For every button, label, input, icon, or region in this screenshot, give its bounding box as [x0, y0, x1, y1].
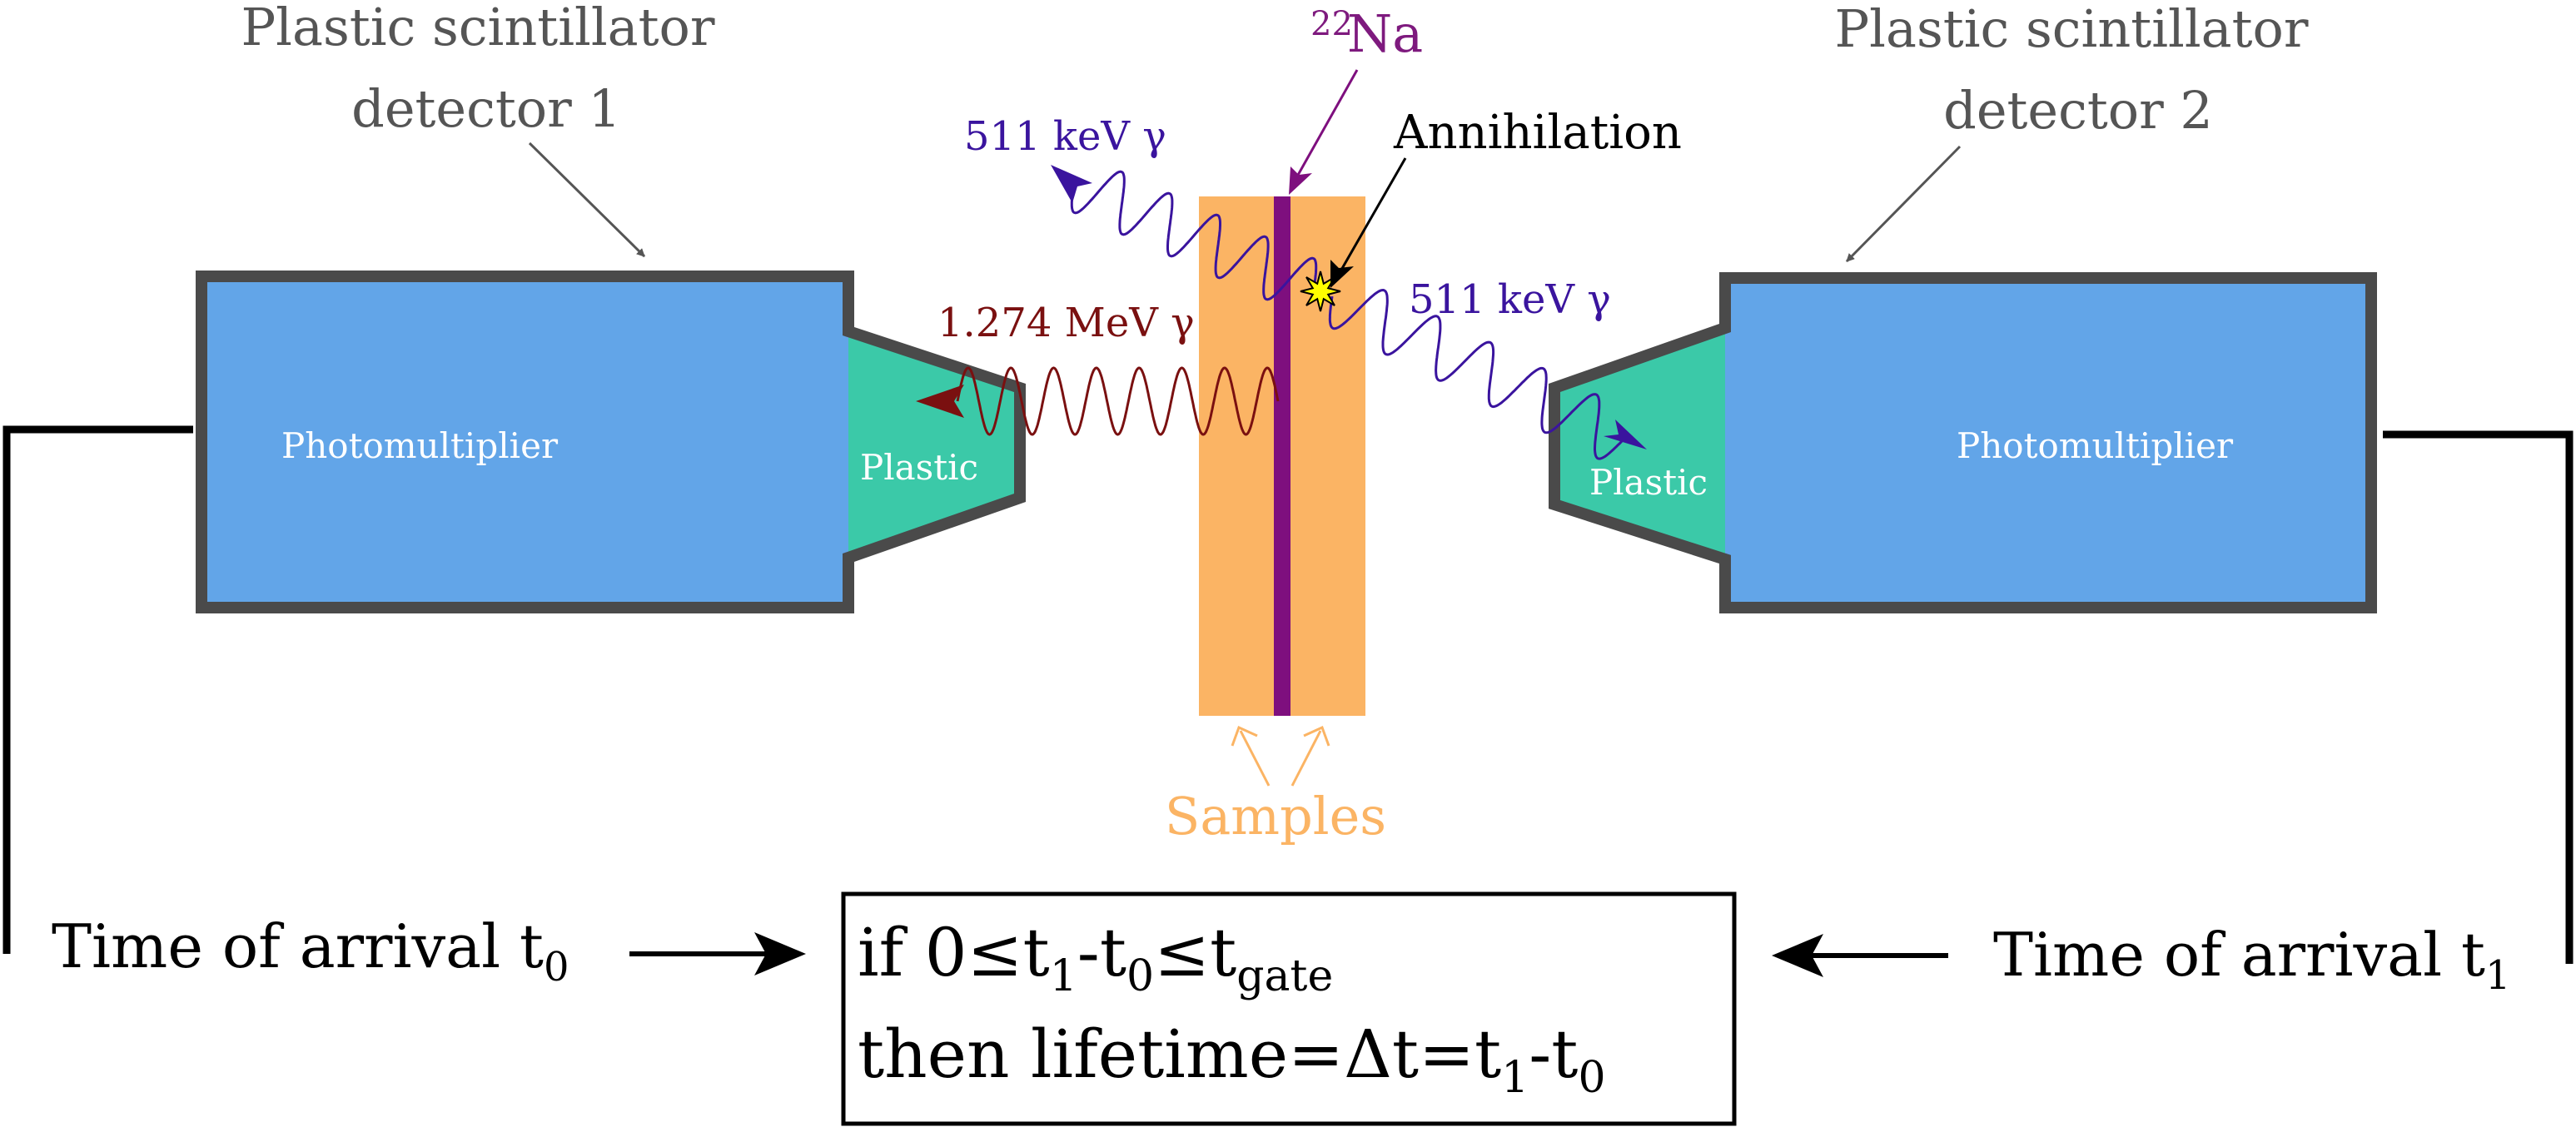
detector-1: Photomultiplier Plastic: [196, 271, 1026, 613]
gamma-511-right-arrowhead: [1604, 420, 1647, 449]
pmt-right-label: Photomultiplier: [1957, 425, 2234, 466]
plastic-left-label: Plastic: [860, 447, 978, 488]
annihilation-label: Annihilation: [1393, 106, 1682, 160]
samples-label: Samples: [1165, 786, 1386, 846]
right-signal-cable: [2383, 430, 2574, 964]
detector-1-outline: [196, 271, 1026, 613]
detector-2-outline: [1549, 272, 2377, 613]
photomultiplier-left: [201, 276, 848, 608]
na22-pointer-arrowhead: [1289, 166, 1312, 195]
samples-pointer-arrows: [1231, 725, 1330, 787]
na22-mass-number: 22: [1310, 5, 1353, 43]
plastic-right-label: Plastic: [1589, 462, 1708, 503]
annihilation-pointer-arrowhead: [1330, 260, 1354, 288]
time-of-arrival-t1-prefix: Time of arrival t: [1993, 920, 2485, 990]
gamma-511-right-wave: [1328, 288, 1625, 460]
gamma-511-left-arrowhead: [1051, 165, 1092, 203]
detector-2-label-line2: detector 2: [1943, 80, 2213, 141]
detector-1-label-line1: Plastic scintillator: [241, 0, 714, 57]
time-of-arrival-t0: Time of arrival t0: [52, 911, 569, 990]
na22-pointer-arrow: [1295, 69, 1359, 177]
detector-2-pointer-arrow: [1845, 145, 1962, 263]
time-of-arrival-t1-subscript: 1: [2485, 952, 2511, 999]
gamma-511-right-label: 511 keV γ: [1409, 276, 1611, 323]
coincidence-logic-box: [841, 891, 1737, 1126]
logic-result-line: then lifetime=Δt=t1-t0: [858, 1015, 1606, 1103]
gamma-1274-wave: [956, 366, 1280, 436]
gamma-1274-arrowhead: [916, 385, 964, 418]
logic-condition-line: if 0≤t1-t0≤tgate: [858, 914, 1333, 1001]
gamma-511-left-label: 511 keV γ: [964, 113, 1166, 160]
gamma-511-left-wave: [1070, 170, 1318, 301]
left-signal-cable: [2, 425, 193, 954]
time-of-arrival-t1: Time of arrival t1: [1993, 920, 2511, 999]
pmt-left-label: Photomultiplier: [281, 425, 559, 466]
na22-source: [1274, 196, 1290, 716]
na22-symbol: Na: [1347, 3, 1423, 64]
detector-1-label: Plastic scintillator detector 1: [241, 0, 714, 139]
gamma-1274-label: 1.274 MeV γ: [937, 300, 1195, 346]
annihilation-pointer-arrow: [1339, 157, 1407, 272]
detector-2-label-line1: Plastic scintillator: [1834, 0, 2308, 59]
photomultiplier-right: [1725, 278, 2371, 608]
t0-to-logic-arrowhead: [754, 932, 806, 976]
time-of-arrival-t0-prefix: Time of arrival t: [52, 911, 544, 981]
detector-2: Photomultiplier Plastic: [1549, 272, 2377, 613]
t1-to-logic-arrowhead: [1772, 934, 1823, 977]
detector-1-pointer-arrow: [528, 141, 646, 258]
detector-2-label: Plastic scintillator detector 2: [1834, 0, 2308, 141]
na22-label: 22 Na: [1310, 3, 1423, 64]
detector-1-label-line2: detector 1: [351, 78, 621, 139]
time-of-arrival-t0-subscript: 0: [544, 944, 569, 990]
